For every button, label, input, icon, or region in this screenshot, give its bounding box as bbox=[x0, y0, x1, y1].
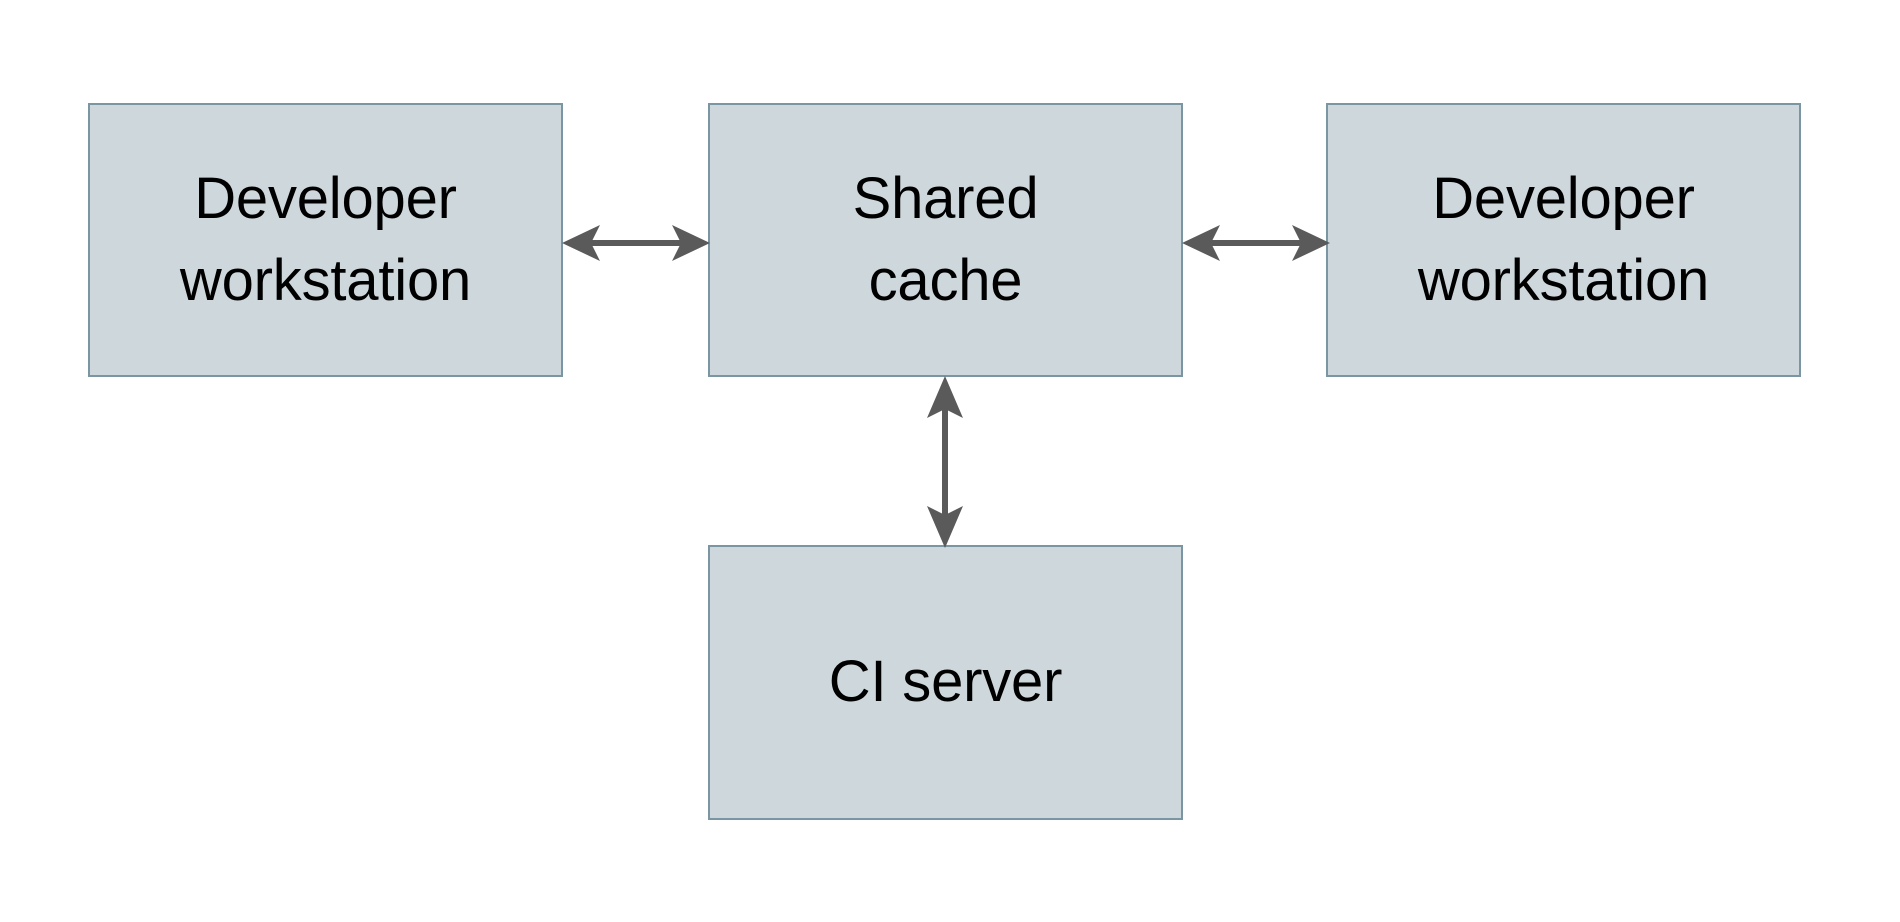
connector-dev-left-to-shared-cache[interactable] bbox=[558, 215, 714, 271]
node-label: CI server bbox=[828, 649, 1063, 715]
node-shared-cache[interactable]: Shared cache bbox=[708, 103, 1183, 377]
node-label: Developer workstation bbox=[179, 165, 472, 313]
double-headed-arrow-icon bbox=[927, 376, 963, 548]
node-label: Developer workstation bbox=[1417, 165, 1710, 313]
connector-shared-cache-to-dev-right[interactable] bbox=[1178, 215, 1334, 271]
node-ci-server[interactable]: CI server bbox=[708, 545, 1183, 820]
double-headed-arrow-icon bbox=[1182, 225, 1330, 261]
connector-shared-cache-to-ci-server[interactable] bbox=[917, 372, 973, 552]
node-developer-workstation-left[interactable]: Developer workstation bbox=[88, 103, 563, 377]
double-headed-arrow-icon bbox=[562, 225, 710, 261]
node-developer-workstation-right[interactable]: Developer workstation bbox=[1326, 103, 1801, 377]
node-label: Shared cache bbox=[852, 165, 1039, 313]
